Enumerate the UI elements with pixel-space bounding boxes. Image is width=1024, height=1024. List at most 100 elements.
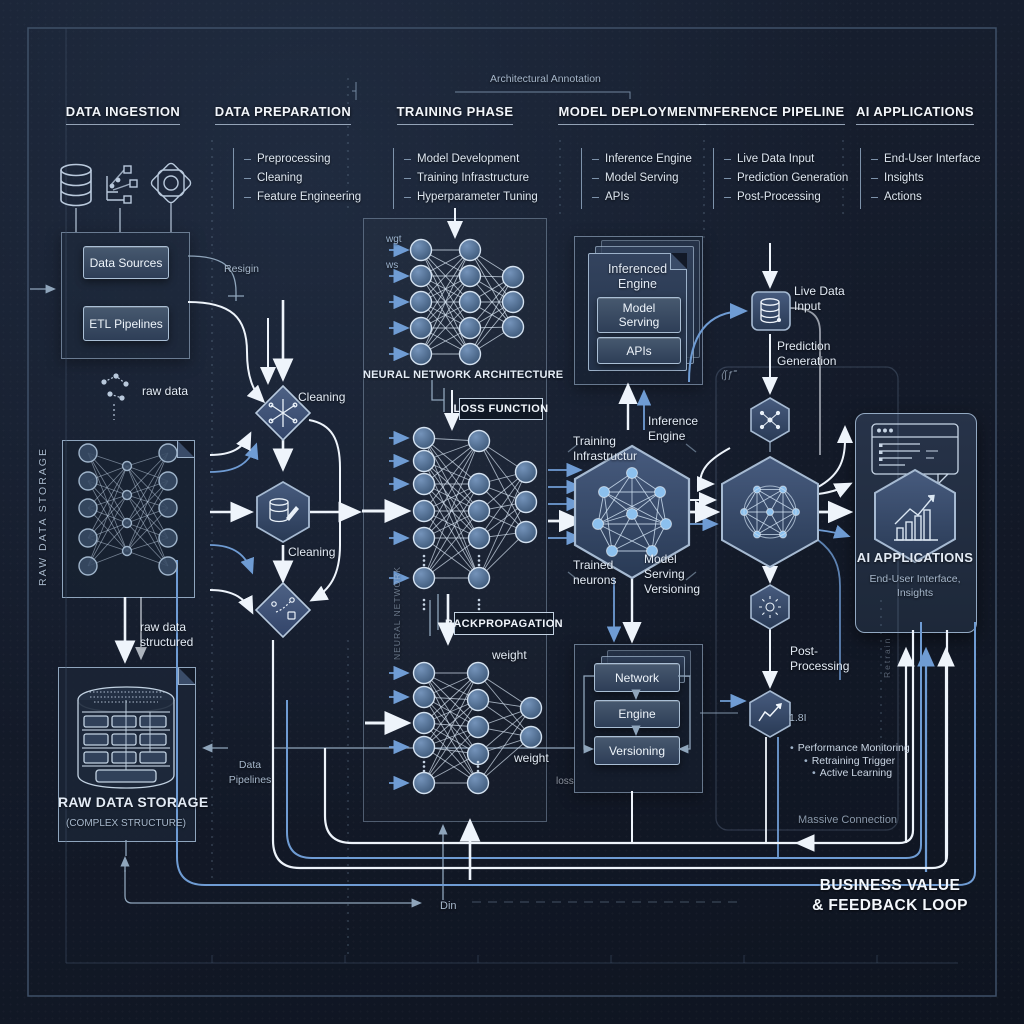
weight-label-1: weight — [492, 648, 527, 662]
line1: Prediction — [777, 339, 831, 353]
list-item: Cleaning — [244, 169, 361, 188]
list-item: Live Data Input — [724, 150, 848, 169]
monitoring-bullets: Performance Monitoring Retraining Trigge… — [790, 742, 910, 780]
list-item: Insights — [871, 169, 981, 188]
header-text: DATA PREPARATION — [214, 104, 352, 125]
storage-title: RAW DATA STORAGE — [58, 794, 209, 810]
inferenced-engine-title: Inferenced Engine — [588, 262, 687, 292]
bullet-item: Retraining Trigger — [804, 755, 910, 768]
line1: Inferenced — [607, 262, 668, 276]
line2: neurons — [573, 573, 617, 587]
network-box: Network — [594, 663, 680, 692]
raw-data-scatter-icon — [101, 373, 129, 420]
nn-side-rotated-label: NEURAL NETWORK — [392, 566, 402, 660]
line1: Live Data — [794, 284, 845, 298]
ai-applications-title: AI APPLICATIONS — [856, 550, 974, 565]
line1: Inference — [648, 414, 699, 428]
tools-icon — [268, 399, 298, 427]
post-processing-label: Post- Processing — [790, 644, 849, 674]
geodesic-graph-icon — [740, 485, 800, 539]
list-item: Prediction Generation — [724, 169, 848, 188]
apis-label: APIs — [626, 343, 652, 358]
line2: Engine — [648, 429, 686, 443]
storage-subtitle: (COMPLEX STRUCTURE) — [65, 818, 186, 829]
flow-icon — [106, 165, 138, 232]
list-item: Training Infrastructure — [404, 169, 538, 188]
scatter-flask-icon — [271, 597, 296, 620]
line3: Versioning — [644, 582, 701, 596]
line1: Post- — [790, 644, 819, 658]
header-text: INFERENCE PIPELINE — [699, 104, 845, 125]
connection-label: Massive Connection — [798, 814, 898, 826]
trend-line-icon — [758, 703, 782, 722]
header-data-ingestion: DATA INGESTION — [43, 103, 203, 125]
header-text: MODEL DEPLOYMENT — [558, 104, 706, 125]
list-item: Inference Engine — [592, 150, 692, 169]
trend-hexagon — [749, 690, 791, 738]
versioning-box: Versioning — [594, 736, 680, 765]
header-inference-pipeline: INFERENCE PIPELINE — [688, 103, 856, 125]
line2: Serving — [644, 567, 685, 581]
loss-function-box: LOSS FUNCTION — [453, 398, 548, 420]
header-data-preparation: DATA PREPARATION — [203, 103, 363, 125]
line2: Pipelines — [228, 774, 272, 786]
line2: Infrastructur — [573, 449, 638, 463]
list-item: Hyperparameter Tuning — [404, 188, 538, 207]
hexagon-data-cleaning — [256, 480, 310, 544]
live-data-input-label: Live Data Input — [794, 284, 845, 314]
data-sources-box: Data Sources — [83, 246, 169, 279]
molecule-hexagon — [750, 397, 790, 443]
region-label: Resigin — [224, 263, 260, 275]
model-serving-box: Model Serving — [597, 297, 681, 333]
live-data-input-icon — [751, 291, 791, 331]
gear-hexagon — [750, 584, 790, 630]
fold-corner — [178, 668, 195, 685]
line2: Processing — [790, 659, 850, 673]
list-model-deployment: Inference Engine Model Serving APIs — [581, 148, 692, 209]
list-item: Actions — [871, 188, 981, 207]
list-item: Feature Engineering — [244, 188, 361, 207]
inference-engine-label: Inference Engine — [648, 414, 698, 444]
gear-star-icon — [150, 162, 192, 232]
header-text: DATA INGESTION — [65, 104, 181, 125]
prediction-generation-label: Prediction Generation — [777, 339, 836, 369]
weight-label-2: weight — [514, 751, 549, 765]
network-graph-icon — [592, 467, 672, 557]
apis-box: APIs — [597, 337, 681, 364]
list-item: Preprocessing — [244, 150, 361, 169]
weight-input-label-1: wgt — [386, 234, 402, 245]
engine-box: Engine — [594, 700, 680, 728]
raw-data-label: raw data — [142, 384, 189, 398]
line2: & FEEDBACK LOOP — [812, 897, 968, 914]
list-ai-applications: End-User Interface Insights Actions — [860, 148, 981, 209]
list-item: Model Serving — [592, 169, 692, 188]
ai-subtitle-1: End-User Interface, — [869, 573, 961, 585]
metric-label: 1.8I — [789, 712, 807, 724]
header-text: AI APPLICATIONS — [856, 104, 974, 125]
network-label: Network — [614, 670, 659, 685]
etl-pipelines-label: ETL Pipelines — [89, 316, 163, 331]
model-serving-versioning-label: Model Serving Versioning — [644, 552, 700, 597]
line2: Engine — [618, 277, 657, 291]
database-icon — [60, 163, 92, 232]
data-sources-label: Data Sources — [89, 255, 163, 270]
bullet-item: Active Learning — [812, 767, 910, 780]
list-data-preparation: Preprocessing Cleaning Feature Engineeri… — [233, 148, 361, 209]
cleaning-top-label: Cleaning — [298, 390, 346, 404]
raw-data-side-label: RAW DATA STORAGE — [37, 447, 49, 586]
line1: BUSINESS VALUE — [819, 877, 961, 894]
line1: Trained — [573, 558, 614, 572]
line1: Training — [573, 434, 616, 448]
inference-network-hexagon — [721, 455, 819, 569]
math-scribble-label: ⟨∫ƒ˭ — [720, 369, 737, 381]
line2: structured — [140, 635, 194, 649]
header-ai-applications: AI APPLICATIONS — [838, 103, 992, 125]
raw-data-document — [62, 440, 195, 598]
header-text: TRAINING PHASE — [396, 104, 514, 125]
training-infrastructure-label: Training Infrastructur — [573, 434, 637, 464]
weight-input-label-2: ws — [386, 260, 399, 271]
list-training-phase: Model Development Training Infrastructur… — [393, 148, 538, 209]
architectural-annotation-label: Architectural Annotation — [490, 73, 601, 85]
bullet-item: Performance Monitoring — [790, 742, 910, 755]
